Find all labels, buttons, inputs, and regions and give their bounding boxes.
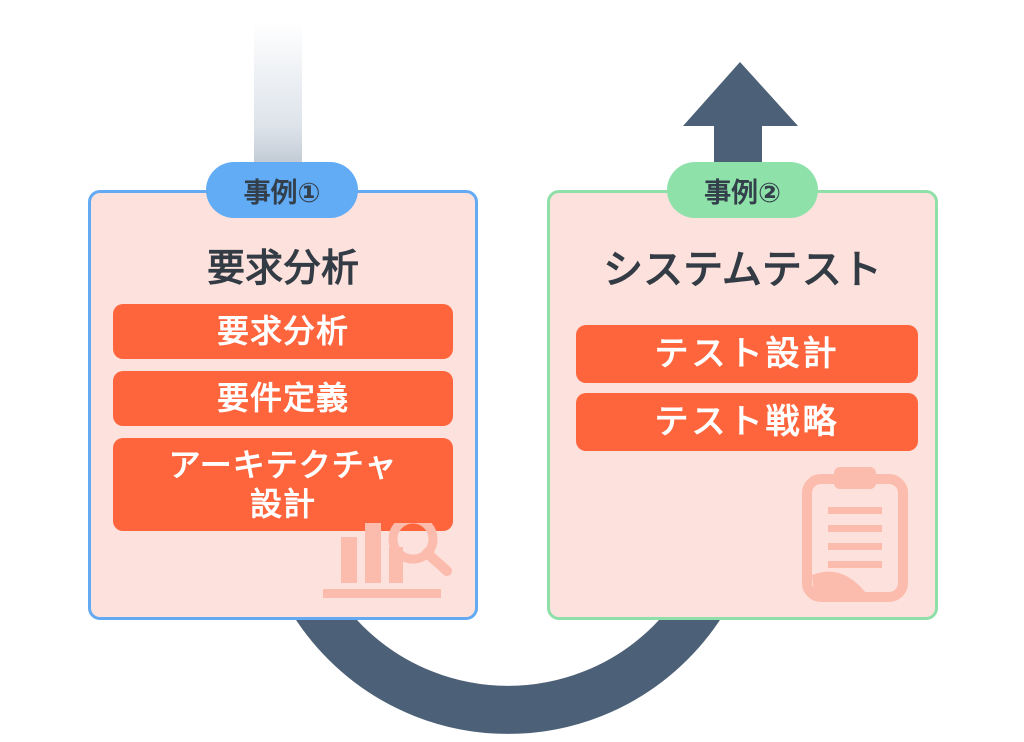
process-item: アーキテクチャ 設計 [113, 438, 453, 531]
process-item-label: テスト設計 [654, 333, 840, 374]
analysis-magnifier-icon [323, 523, 452, 598]
process-item: テスト戦略 [576, 393, 918, 451]
process-item-label: アーキテクチャ 設計 [168, 446, 398, 523]
process-item: テスト設計 [576, 325, 918, 383]
process-item: 要求分析 [113, 304, 453, 359]
process-item-label: 要件定義 [216, 379, 349, 418]
process-item-label: 要求分析 [216, 312, 349, 351]
clipboard-icon [802, 467, 908, 602]
card-title: 要求分析 [206, 246, 359, 290]
case-badge: 事例① [206, 162, 358, 218]
process-item: 要件定義 [113, 371, 453, 426]
case-card-system-test: システムテスト テスト設計 テスト戦略 [547, 190, 938, 620]
case-badge: 事例② [667, 162, 818, 218]
arrow-head [683, 62, 798, 126]
case-card-requirements-analysis: 要求分析 要求分析 要件定義 アーキテクチャ 設計 [88, 190, 478, 620]
process-item-label: テスト戦略 [654, 401, 840, 442]
card-title: システムテスト [603, 247, 882, 293]
